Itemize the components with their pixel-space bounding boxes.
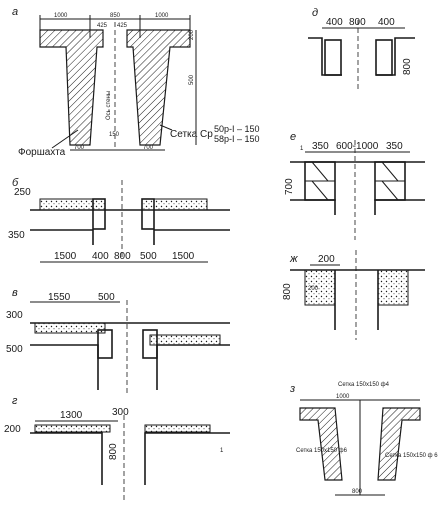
- panel-v-dim-left-top: 300: [6, 310, 23, 321]
- panel-g-note: 1: [220, 448, 224, 454]
- panel-a: а 1000 850 1000 425 425 Ось стены 200 50…: [12, 6, 260, 158]
- panel-a-guide-wall-right: [126, 29, 191, 146]
- panel-v-dim-2: 500: [98, 292, 115, 303]
- panel-b-slab-right: [141, 198, 208, 211]
- panel-d-dim-2: 800: [349, 17, 366, 28]
- panel-g-dim-left: 200: [4, 424, 21, 435]
- panel-b: б 250 350 1500 400 800 500 1500: [8, 177, 230, 263]
- panel-b-beam-right: [141, 198, 155, 230]
- panel-d-dim-right: 800: [402, 58, 413, 75]
- panel-a-dim-side-top: 200: [189, 29, 195, 40]
- panel-a-formwork-label: Форшахта: [18, 147, 66, 158]
- panel-v-beam-right: [142, 329, 158, 359]
- panel-b-dim-left: 350: [8, 230, 25, 241]
- panel-d-dim-1: 400: [326, 17, 343, 28]
- panel-d-label: д: [312, 7, 318, 19]
- panel-d-block-right: [375, 39, 393, 76]
- panel-v-label: в: [12, 287, 18, 299]
- panel-v: в 1550 500 300 500: [6, 287, 230, 395]
- panel-z-wall-right: [377, 407, 421, 481]
- panel-b-dim-top-left: 250: [14, 187, 31, 198]
- panel-g-dim-mid: 800: [108, 443, 119, 460]
- panel-b-slab-left: [39, 198, 106, 211]
- panel-b-label: б: [12, 177, 19, 189]
- panel-e-dim-3: 350: [386, 141, 403, 152]
- panel-v-beam-left: [97, 329, 113, 359]
- panel-g-slab-left: [34, 424, 111, 433]
- panel-g: г 1300 300 200 800 1: [4, 395, 230, 500]
- panel-a-dim-3: 1000: [155, 13, 169, 19]
- panel-z-mesh-label-2: Сетка 150х150 ф6: [296, 448, 348, 454]
- panel-v-dim-1: 1550: [48, 292, 71, 303]
- panel-zh-fill-right: [377, 269, 409, 306]
- panel-a-mesh-spec-2: 58р-I – 150: [214, 134, 260, 144]
- panel-b-beam-left: [92, 198, 106, 230]
- panel-zh-label: ж: [289, 253, 298, 265]
- panel-z-wall-left: [299, 407, 343, 481]
- panel-a-axis-text: Ось стены: [106, 91, 112, 120]
- panel-a-guide-wall-left: [39, 29, 104, 146]
- panel-d-block-left: [324, 39, 342, 76]
- panel-b-dim-2: 400: [92, 251, 109, 262]
- panel-a-dim-side: 500: [189, 74, 195, 85]
- panel-z-dim-bottom: 800: [352, 489, 363, 495]
- panel-e-label: е: [290, 131, 296, 143]
- panel-e: е 350 600-1000 350 1 700: [284, 131, 425, 240]
- panel-a-label: а: [12, 6, 18, 18]
- panel-a-dim-2: 850: [110, 13, 121, 19]
- panel-b-dim-1: 1500: [54, 251, 77, 262]
- panel-g-label: г: [12, 395, 18, 407]
- panel-g-slab-right: [144, 424, 211, 433]
- panel-g-dim-2: 300: [112, 407, 129, 418]
- panel-b-dim-5: 1500: [172, 251, 195, 262]
- panel-zh: ж 200 800 200: [282, 250, 425, 340]
- panel-a-dim-bottom-right: 700: [143, 145, 154, 151]
- panel-zh-dim-inner: 200: [308, 286, 319, 292]
- panel-v-slab-left: [34, 322, 106, 334]
- panel-a-mesh-spec-1: 50р-I – 150: [214, 124, 260, 134]
- panel-b-dim-3: 800: [114, 251, 131, 262]
- panel-a-dim-small-2: 425: [117, 23, 128, 29]
- panel-e-dim-2: 600-1000: [336, 141, 379, 152]
- panel-e-dim-1: 350: [312, 141, 329, 152]
- panel-g-dim-1: 1300: [60, 410, 83, 421]
- panel-zh-dim-left: 800: [282, 283, 293, 300]
- panel-a-dim-bottom-left: 700: [74, 145, 85, 151]
- panel-v-dim-left: 500: [6, 344, 23, 355]
- panel-b-dim-4: 500: [140, 251, 157, 262]
- panel-e-callout: 1: [300, 146, 304, 152]
- panel-d: д 400 800 400 800: [308, 7, 415, 90]
- panel-z-mesh-label-3: Сетка 150х150 ф 6: [385, 453, 438, 459]
- panel-z-mesh-label-1: Сетка 150х150 ф4: [338, 382, 390, 388]
- panel-a-dim-small-1: 425: [97, 23, 108, 29]
- panel-d-dim-3: 400: [378, 17, 395, 28]
- panel-zh-dim-top: 200: [318, 254, 335, 265]
- panel-a-dim-bottom-mid: 150: [109, 132, 120, 138]
- panel-a-mesh-label: Сетка Ср: [170, 129, 213, 140]
- panel-z: з Сетка 150х150 ф4 1000 Сетка 150х150 ф6…: [289, 382, 438, 496]
- panel-z-label: з: [289, 383, 295, 395]
- panel-v-slab-right: [149, 334, 221, 346]
- panel-e-dim-left: 700: [284, 178, 295, 195]
- panel-a-dim-1: 1000: [54, 13, 68, 19]
- panel-z-dim-top: 1000: [336, 394, 350, 400]
